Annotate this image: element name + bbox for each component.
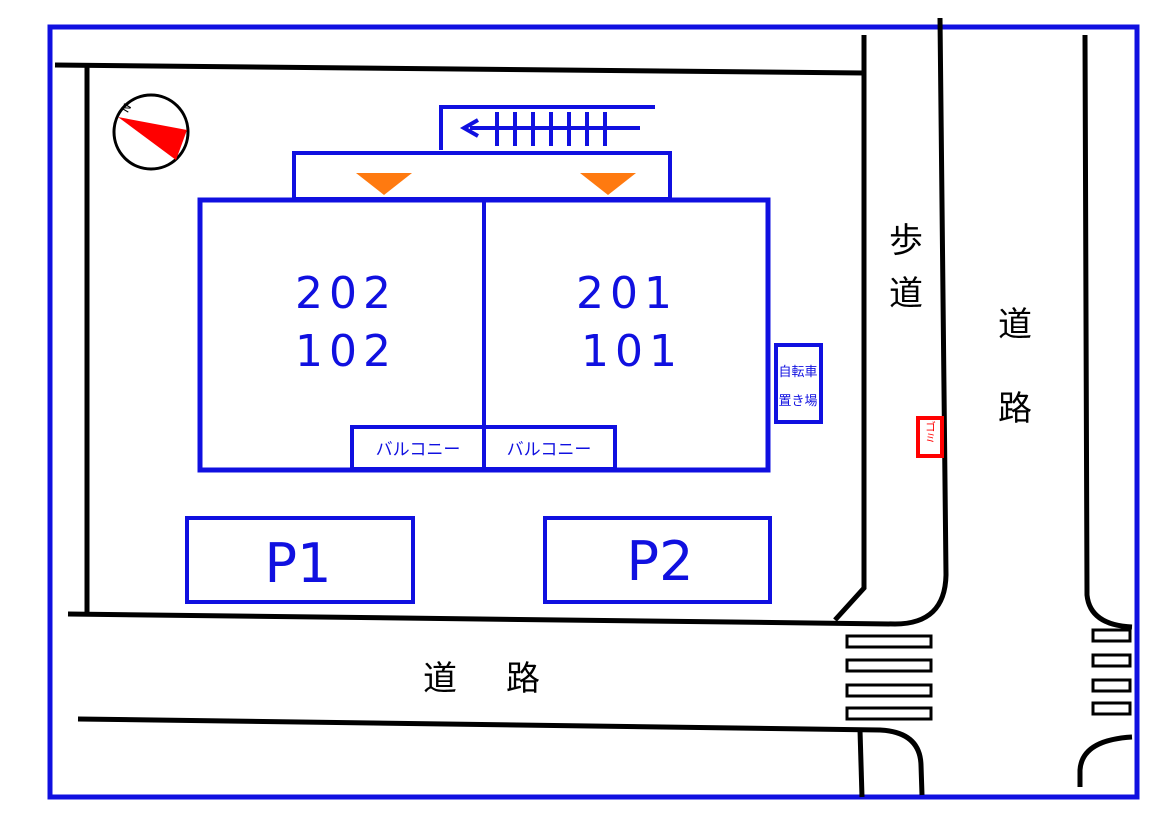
balcony-right: [482, 425, 617, 471]
road-right-label-1: 道: [998, 305, 1032, 345]
parking-p2-label: P2: [627, 530, 694, 593]
bicycle-parking-line1: 自転車: [778, 365, 817, 380]
entrance-marker-201: [580, 173, 636, 195]
unit-201: 201: [576, 268, 678, 319]
parking-p1-label: P1: [265, 532, 332, 595]
entrance-marker-202: [356, 173, 412, 195]
parking-space-p1[interactable]: [185, 516, 415, 604]
unit-102: 102: [295, 326, 397, 377]
road-bottom-label-1: 道: [423, 659, 457, 699]
road-bottom-label-2: 路: [506, 659, 540, 699]
sidewalk-label-2: 道: [889, 274, 923, 314]
crosswalk-right: [1091, 628, 1132, 716]
compass-icon: N: [112, 93, 190, 171]
crosswalk-bottom: [845, 634, 933, 721]
road-right-label-2: 路: [998, 389, 1032, 429]
bicycle-parking-line2: 置き場: [778, 394, 817, 409]
unit-202: 202: [295, 268, 397, 319]
garbage-label: ゴミ: [924, 420, 937, 443]
garbage-station: [916, 416, 944, 458]
map-border: [47, 24, 1140, 800]
site-boundary: [54, 35, 867, 622]
staircase: [439, 105, 655, 150]
balcony-left-label: バルコニー: [376, 440, 461, 460]
balcony-right-label: バルコニー: [507, 440, 592, 460]
sidewalk-label-1: 歩: [889, 221, 923, 261]
parking-space-p2[interactable]: [543, 516, 772, 604]
road-lines: [67, 17, 1133, 798]
unit-101: 101: [581, 326, 683, 377]
bicycle-parking: [774, 343, 823, 424]
